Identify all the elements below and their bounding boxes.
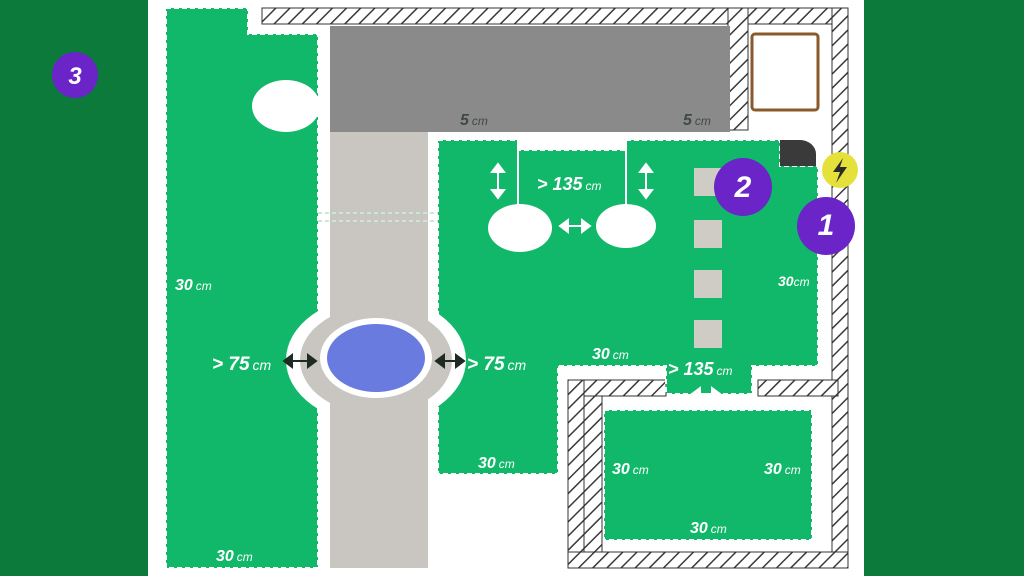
label-right-edge: 30cm xyxy=(778,273,810,289)
badge-one: 1 xyxy=(797,197,855,255)
connector-lines xyxy=(517,140,627,206)
lightning-bolt-icon xyxy=(822,152,858,188)
stepping-tiles xyxy=(694,168,722,348)
zone-left-strip xyxy=(165,7,319,569)
counter-block xyxy=(330,26,730,132)
pool xyxy=(327,324,425,392)
svg-text:1: 1 xyxy=(818,209,835,242)
svg-text:2: 2 xyxy=(734,171,752,204)
arrows xyxy=(282,162,722,402)
zone-room xyxy=(603,409,813,541)
device-block xyxy=(780,140,816,166)
crossing-lines xyxy=(318,212,438,222)
walls xyxy=(261,7,849,569)
badge-two: 2 xyxy=(714,158,772,216)
svg-text:3: 3 xyxy=(68,63,82,90)
badge-three: 3 xyxy=(52,52,98,98)
bathtub xyxy=(750,32,820,112)
